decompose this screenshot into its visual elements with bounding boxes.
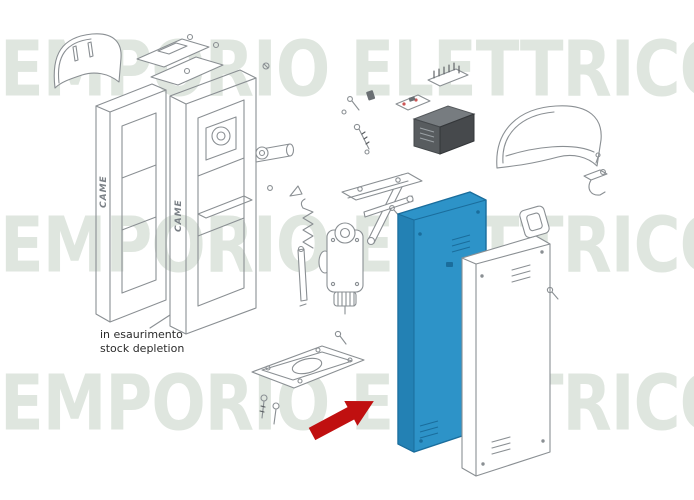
red-arrow [308, 400, 374, 441]
gearmotor [318, 222, 364, 315]
annotation-line-1: in esaurimento [100, 328, 183, 341]
lid-plates [136, 33, 224, 86]
stock-annotation: in esaurimento stock depletion [100, 314, 184, 355]
anchor-bolts [259, 330, 347, 425]
long-screws [341, 96, 402, 219]
annotation-line-2: stock depletion [100, 342, 184, 355]
came-label-front: CAME [174, 199, 184, 232]
top-cover-small [53, 33, 122, 89]
hinge-bracket [583, 152, 608, 196]
spring [300, 198, 314, 249]
release-rod [297, 245, 308, 307]
mounting-bracket [341, 172, 423, 201]
linkage-levers [363, 173, 414, 246]
screw-small-right [546, 286, 559, 300]
control-unit [412, 105, 476, 155]
dome-cover [496, 105, 602, 169]
came-label-rear: CAME [99, 175, 109, 208]
door-panel-secondary [461, 235, 551, 477]
hook-lever [289, 185, 303, 197]
circuit-board [395, 94, 431, 111]
gasket-frame [519, 205, 550, 239]
cabinet-frame-rear: CAME [95, 83, 167, 323]
relay [366, 90, 376, 101]
cabinet-frame-front: CAME [169, 69, 257, 335]
output-shaft [255, 62, 295, 191]
base-plate [251, 345, 365, 389]
terminal-block [427, 62, 469, 87]
